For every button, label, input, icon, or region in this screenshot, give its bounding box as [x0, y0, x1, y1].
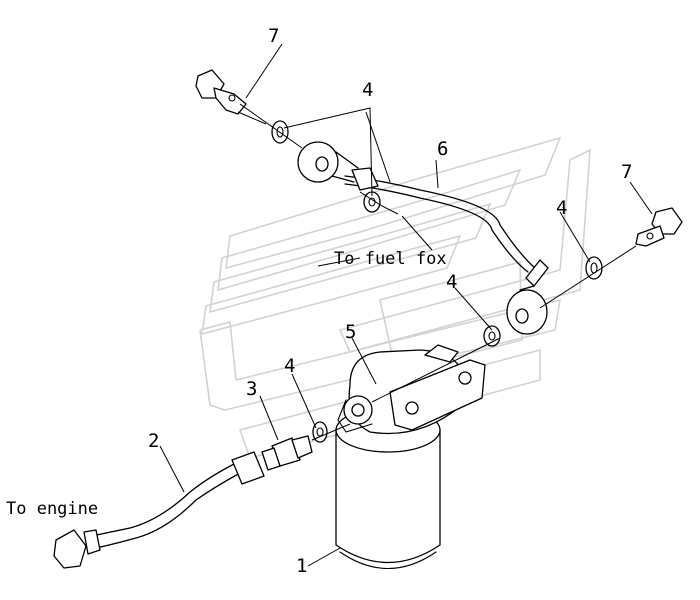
callout-2: 2 — [148, 430, 159, 452]
callout-1: 1 — [296, 555, 307, 577]
banjo-bolt-left — [195, 69, 267, 125]
fuel-hose — [53, 451, 265, 569]
callout-3: 3 — [246, 378, 257, 400]
to-fuel-box-label: To fuel fox — [334, 249, 447, 269]
callout-6: 6 — [437, 138, 448, 160]
callout-4-low: 4 — [284, 355, 295, 377]
connector-fitting — [261, 435, 313, 471]
assembly-lines — [159, 43, 653, 567]
watermark-logo — [199, 136, 591, 459]
callout-5: 5 — [345, 321, 356, 343]
filter-head-bracket — [337, 344, 486, 435]
callout-7-left: 7 — [268, 25, 279, 47]
upper-banjo-fitting — [297, 141, 359, 183]
callout-4-top: 4 — [362, 79, 373, 101]
callout-4-mid: 4 — [446, 271, 457, 293]
to-engine-label: To engine — [6, 499, 98, 519]
lower-banjo-fitting — [506, 285, 548, 335]
callout-labels: 7 4 6 7 4 4 5 4 3 2 1 — [148, 25, 632, 577]
banjo-bolt-right — [635, 207, 683, 247]
callout-7-right: 7 — [621, 161, 632, 183]
callout-4-right: 4 — [556, 197, 567, 219]
flow-annotations: To fuel fox To engine — [6, 249, 447, 519]
